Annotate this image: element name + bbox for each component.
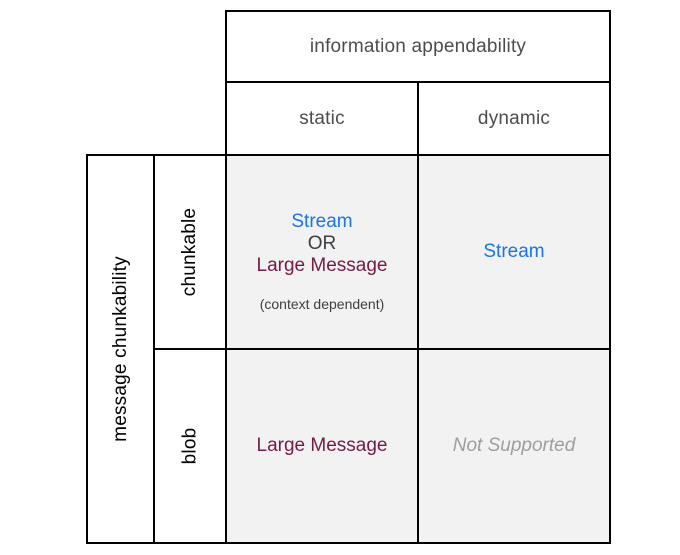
row-header-chunkable: chunkable <box>179 207 200 297</box>
column-axis-title-cell: information appendability <box>226 11 610 82</box>
grid-line-horizontal-row-divider <box>153 348 611 350</box>
column-header-dynamic-cell: dynamic <box>418 82 610 155</box>
row-axis-title: message chunkability <box>109 256 131 442</box>
cell-chunkable-dynamic: Stream <box>418 155 610 349</box>
column-header-dynamic: dynamic <box>477 107 551 129</box>
row-axis-title-cell: message chunkability <box>87 155 154 543</box>
grid-line-vertical-right-edge <box>609 10 611 545</box>
grid-line-horizontal-bottom-edge <box>86 542 611 544</box>
grid-line-vertical-left-of-cells <box>225 10 227 545</box>
row-header-blob: blob <box>178 427 200 465</box>
column-axis-title: information appendability <box>309 35 527 57</box>
or-conjunction-label: OR <box>307 233 337 254</box>
context-dependent-note: (context dependent) <box>259 296 385 312</box>
column-header-static-cell: static <box>226 82 418 155</box>
grid-line-horizontal-below-axis-title <box>225 81 611 83</box>
large-message-value-label: Large Message <box>256 435 388 456</box>
column-header-static: static <box>299 107 345 129</box>
grid-line-horizontal-below-column-headers <box>86 154 611 156</box>
cell-blob-dynamic: Not Supported <box>418 349 610 543</box>
cell-blob-static: Large Message <box>226 349 418 543</box>
grid-line-vertical-column-divider <box>417 81 419 545</box>
grid-line-horizontal-top-edge <box>225 10 611 12</box>
stream-option-label: Stream <box>291 211 353 232</box>
not-supported-value-label: Not Supported <box>452 435 576 456</box>
row-header-blob-cell: blob <box>154 349 226 543</box>
stream-value-label: Stream <box>483 241 545 262</box>
row-header-chunkable-cell: chunkable <box>154 155 226 349</box>
cell-chunkable-static-content: Stream OR Large Message (context depende… <box>257 191 388 313</box>
grid-line-vertical-left-edge <box>86 154 88 545</box>
large-message-option-label: Large Message <box>256 255 388 276</box>
cell-chunkable-static: Stream OR Large Message (context depende… <box>226 155 418 349</box>
